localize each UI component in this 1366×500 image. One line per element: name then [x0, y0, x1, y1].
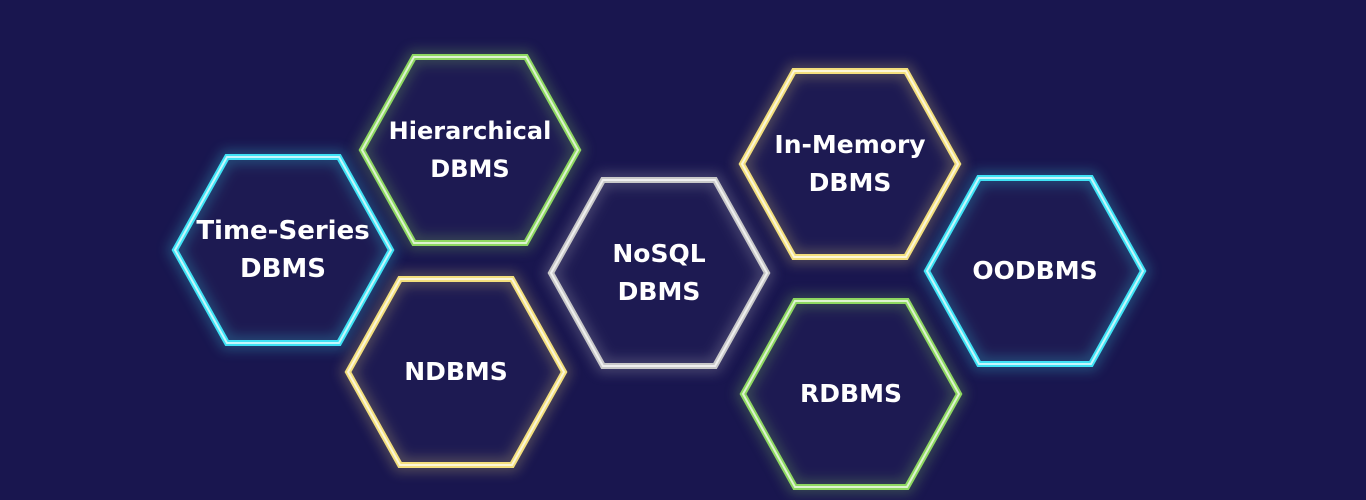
hexagon-nosql: NoSQL DBMS	[542, 173, 776, 373]
hexagon-outline	[353, 50, 587, 250]
hexagon-oodbms: OODBMS	[918, 171, 1152, 371]
hexagon-ndbms: NDBMS	[339, 272, 573, 472]
hexagon-core-line	[740, 70, 960, 258]
hexagon-hierarchical: Hierarchical DBMS	[353, 50, 587, 250]
hexagon-label: OODBMS	[972, 256, 1098, 285]
hexagon-label: In-Memory DBMS	[774, 130, 926, 197]
hexagon-label: Hierarchical DBMS	[388, 117, 552, 183]
hexagon-rdbms: RDBMS	[734, 294, 968, 494]
hexagon-core-line	[173, 156, 393, 344]
hexagon-outline	[166, 150, 400, 350]
hexagon-outline	[733, 64, 967, 264]
hexagon-label: NoSQL DBMS	[612, 239, 706, 306]
hexagon-outline	[734, 294, 968, 494]
hexagon-label: RDBMS	[800, 379, 902, 408]
hexagon-core-line	[360, 56, 580, 244]
hexagon-time-series: Time-Series DBMS	[166, 150, 400, 350]
hexagon-core-line	[741, 300, 961, 488]
hexagon-outline	[918, 171, 1152, 371]
hexagon-core-line	[346, 278, 566, 466]
hexagon-in-memory: In-Memory DBMS	[733, 64, 967, 264]
hexagon-core-line	[549, 179, 769, 367]
hexagon-label: Time-Series DBMS	[196, 216, 370, 284]
hexagon-outline	[339, 272, 573, 472]
hexagon-core-line	[925, 177, 1145, 365]
hexagon-outline	[542, 173, 776, 373]
hexagon-label: NDBMS	[404, 357, 508, 386]
